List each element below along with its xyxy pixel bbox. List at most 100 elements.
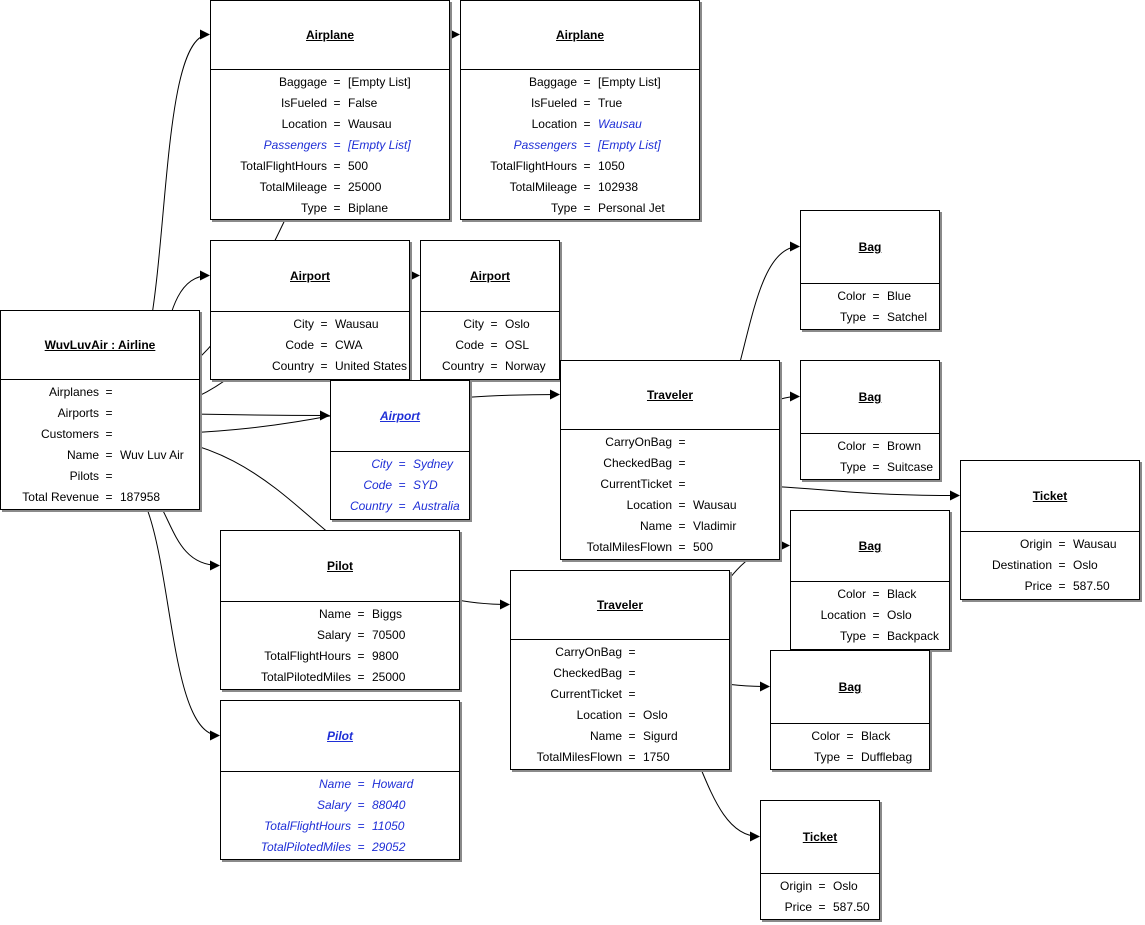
property-key: City [293,317,314,331]
node-header: Traveler [511,571,729,640]
property-key: Baggage [528,75,577,89]
property-value: Biplane [348,201,389,215]
property-baggage: Baggage=[Empty List] [211,72,449,93]
equals-sign: = [872,587,880,601]
property-key: CheckedBag [603,456,672,470]
property-key: Price [784,900,812,914]
equals-sign: = [628,750,636,764]
property-salary: Salary=88040 [221,795,459,816]
property-key: CurrentTicket [600,477,672,491]
property-total-mileage: TotalMileage=102938 [461,177,699,198]
property-key: Total Revenue [22,490,99,504]
property-total-flight-hours: TotalFlightHours=9800 [221,646,459,667]
equals-sign: = [583,180,591,194]
node-header: Airport [211,241,409,312]
property-value: Black [861,729,891,743]
equals-sign: = [583,75,591,89]
property-pilots: Pilots= [1,466,199,487]
node-header: Ticket [761,801,879,874]
property-city: City=Wausau [211,314,409,335]
property-key: TotalMilesFlown [586,540,672,554]
property-type: Type=Dufflebag [771,747,929,768]
property-total-flight-hours: TotalFlightHours=1050 [461,156,699,177]
equals-sign: = [846,750,854,764]
equals-sign: = [357,777,365,791]
property-is-fueled: IsFueled=False [211,93,449,114]
equals-sign: = [357,607,365,621]
property-key: Color [837,289,866,303]
property-value: Suitcase [887,460,934,474]
property-value: Norway [505,359,546,373]
connector-airline-pilots-pilot2 [116,476,220,741]
property-total-revenue: Total Revenue=187958 [1,487,199,508]
property-price: Price=587.50 [961,576,1139,597]
property-color: Color=Black [791,584,949,605]
node-header: Bag [791,511,949,582]
property-key: Location [281,117,327,131]
equals-sign: = [320,317,328,331]
property-key: TotalFlightHours [490,159,577,173]
equals-sign: = [333,75,341,89]
property-value: Oslo [505,317,530,331]
property-key: Color [811,729,840,743]
property-value: Oslo [643,708,668,722]
property-key: Country [441,359,484,373]
property-value: Sigurd [643,729,678,743]
property-total-piloted-miles: TotalPilotedMiles=29052 [221,837,459,858]
property-value: Australia [413,499,460,513]
property-key: Type [839,310,866,324]
property-key: Name [318,607,351,621]
equals-sign: = [333,117,341,131]
node-title: Airport [290,269,330,283]
equals-sign: = [678,498,686,512]
property-key: Salary [316,628,351,642]
node-title: Pilot [327,559,353,573]
property-value: [Empty List] [598,75,661,89]
equals-sign: = [678,456,686,470]
property-country: Country=United States [211,356,409,377]
property-value: 70500 [372,628,406,642]
equals-sign: = [678,435,686,449]
property-key: City [463,317,484,331]
property-value: Dufflebag [861,750,913,764]
node-header: Ticket [961,461,1139,532]
node-title: Airplane [555,28,604,42]
property-origin: Origin=Oslo [761,876,879,897]
node-title: Traveler [646,388,694,402]
property-key: Airplanes [48,385,99,399]
property-value: 500 [348,159,369,173]
equals-sign: = [357,628,365,642]
node-header: Airplane [461,1,699,70]
property-key: Pilots [69,469,99,483]
equals-sign: = [872,460,880,474]
property-carry-on-bag: CarryOnBag= [561,432,779,453]
node-title: Airport [470,269,510,283]
node-header: WuvLuvAir : Airline [1,311,199,380]
property-value: Wausau [1073,537,1117,551]
equals-sign: = [872,439,880,453]
property-value: 25000 [372,670,406,684]
property-key: Code [455,338,484,352]
equals-sign: = [583,138,591,152]
property-value: [Empty List] [598,138,661,152]
property-key: Origin [1019,537,1052,551]
